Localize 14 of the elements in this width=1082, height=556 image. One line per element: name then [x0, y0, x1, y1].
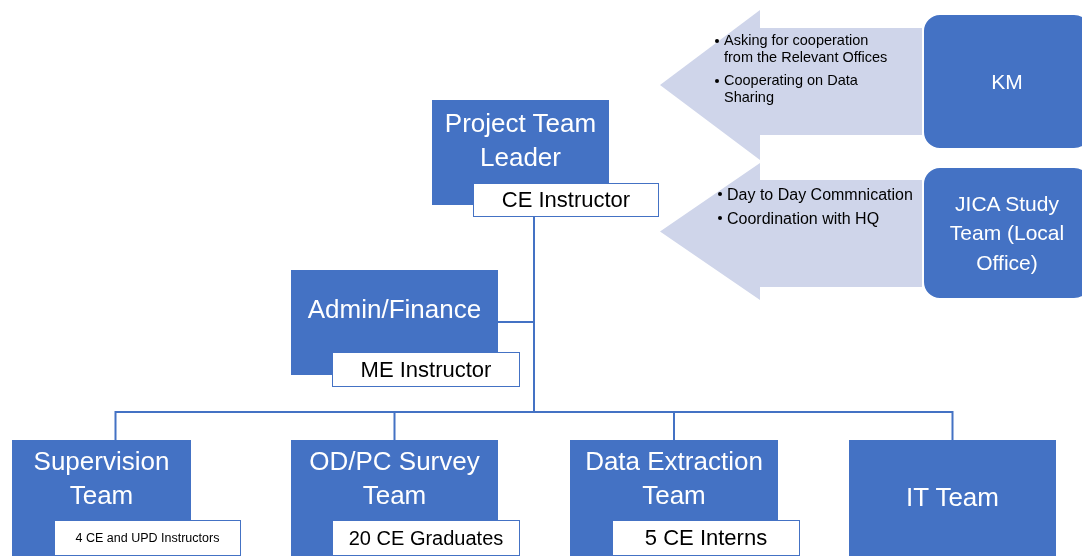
team-box: IT Team — [849, 440, 1056, 556]
organization-box: JICA Study Team (Local Office) — [922, 166, 1082, 300]
block-arrow — [660, 10, 922, 160]
bullet-text: Coordination with HQ — [727, 209, 880, 229]
bullet-text: Cooperating on Data Sharing — [724, 71, 859, 107]
bullet-text: Asking for cooperation from the Relevant Offices — [724, 32, 889, 67]
role-label: 5 CE Interns — [612, 520, 800, 556]
role-label: 20 CE Graduates — [332, 520, 520, 556]
role-label: 4 CE and UPD Instructors — [54, 520, 241, 556]
role-label: CE Instructor — [473, 183, 659, 217]
organization-box: KM — [922, 13, 1082, 150]
bullet-text: Day to Day Commnication — [727, 185, 913, 205]
role-label: ME Instructor — [332, 352, 520, 387]
block-arrow — [660, 163, 922, 300]
